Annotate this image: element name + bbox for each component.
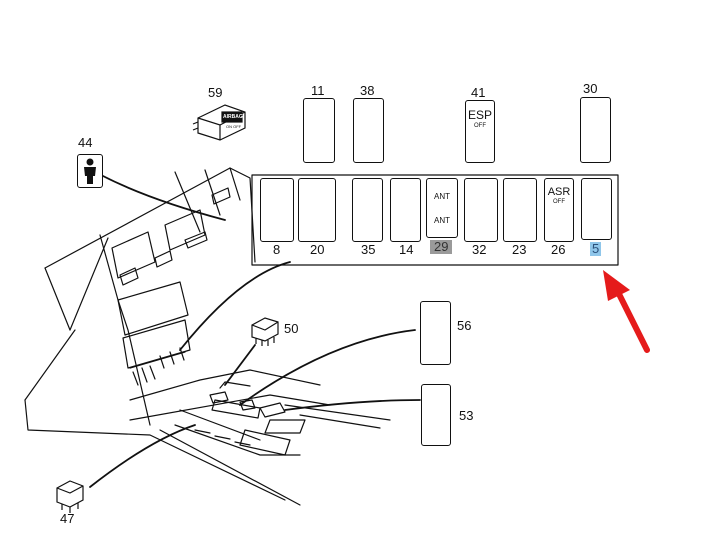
label-35: 35 [361, 242, 376, 257]
esp-switch[interactable]: ESP OFF [465, 100, 495, 163]
alarm-switch[interactable] [298, 178, 336, 242]
label-14: 14 [399, 242, 414, 257]
interior-protection-switch[interactable] [464, 178, 498, 242]
label-8: 8 [273, 242, 281, 257]
label-29-highlighted: 29 [430, 240, 453, 254]
label-23: 23 [512, 242, 527, 257]
airbag-switch-label: AIRBAG [223, 114, 243, 120]
label-32: 32 [472, 242, 487, 257]
switch-panel-frame [251, 174, 619, 266]
esp-off-label: OFF [474, 123, 486, 129]
glovebox-switch[interactable] [353, 98, 384, 163]
antenna-down-label: ANT [434, 216, 450, 225]
label-26: 26 [551, 242, 566, 257]
seat-occupancy-switch[interactable] [77, 154, 103, 188]
trunk-switch[interactable] [303, 98, 335, 163]
convertible-top-switch[interactable] [580, 97, 611, 163]
label-59: 59 [208, 85, 223, 100]
leader-lines [89, 175, 421, 488]
esp-label: ESP [467, 108, 492, 122]
tow-away-switch[interactable] [503, 178, 537, 242]
window-switch-icon [251, 317, 279, 346]
hazard-switch[interactable] [390, 178, 421, 242]
asr-label: ASR [547, 186, 571, 198]
antenna-up-label: ANT [434, 192, 450, 201]
seat-heating-switch[interactable] [421, 384, 451, 446]
seat-occupancy-person-icon [84, 158, 96, 184]
sliding-roof-switch[interactable] [420, 301, 451, 365]
asr-switch[interactable]: ASR OFF [544, 178, 574, 242]
asr-off-label: OFF [553, 199, 565, 205]
label-20: 20 [310, 242, 325, 257]
label-30: 30 [583, 81, 598, 96]
rear-defrost-switch[interactable] [260, 178, 294, 242]
label-56: 56 [457, 318, 472, 333]
airbag-switch-sublabel: ON OFF [226, 124, 242, 129]
label-53: 53 [459, 408, 474, 423]
label-47: 47 [60, 511, 75, 526]
red-pointer-arrow [603, 270, 650, 353]
label-38: 38 [360, 83, 375, 98]
connector-icon [56, 480, 84, 513]
dashboard-outline [24, 167, 391, 506]
label-11: 11 [311, 83, 325, 98]
airbag-off-key-switch-icon [192, 104, 246, 141]
label-5-highlighted: 5 [590, 241, 602, 256]
label-50: 50 [284, 321, 299, 336]
label-44: 44 [78, 135, 93, 150]
central-locking-switch[interactable] [352, 178, 383, 242]
label-41: 41 [471, 85, 486, 100]
antenna-switch[interactable]: ANT ANT [426, 178, 458, 238]
roll-bar-switch[interactable] [581, 178, 612, 240]
